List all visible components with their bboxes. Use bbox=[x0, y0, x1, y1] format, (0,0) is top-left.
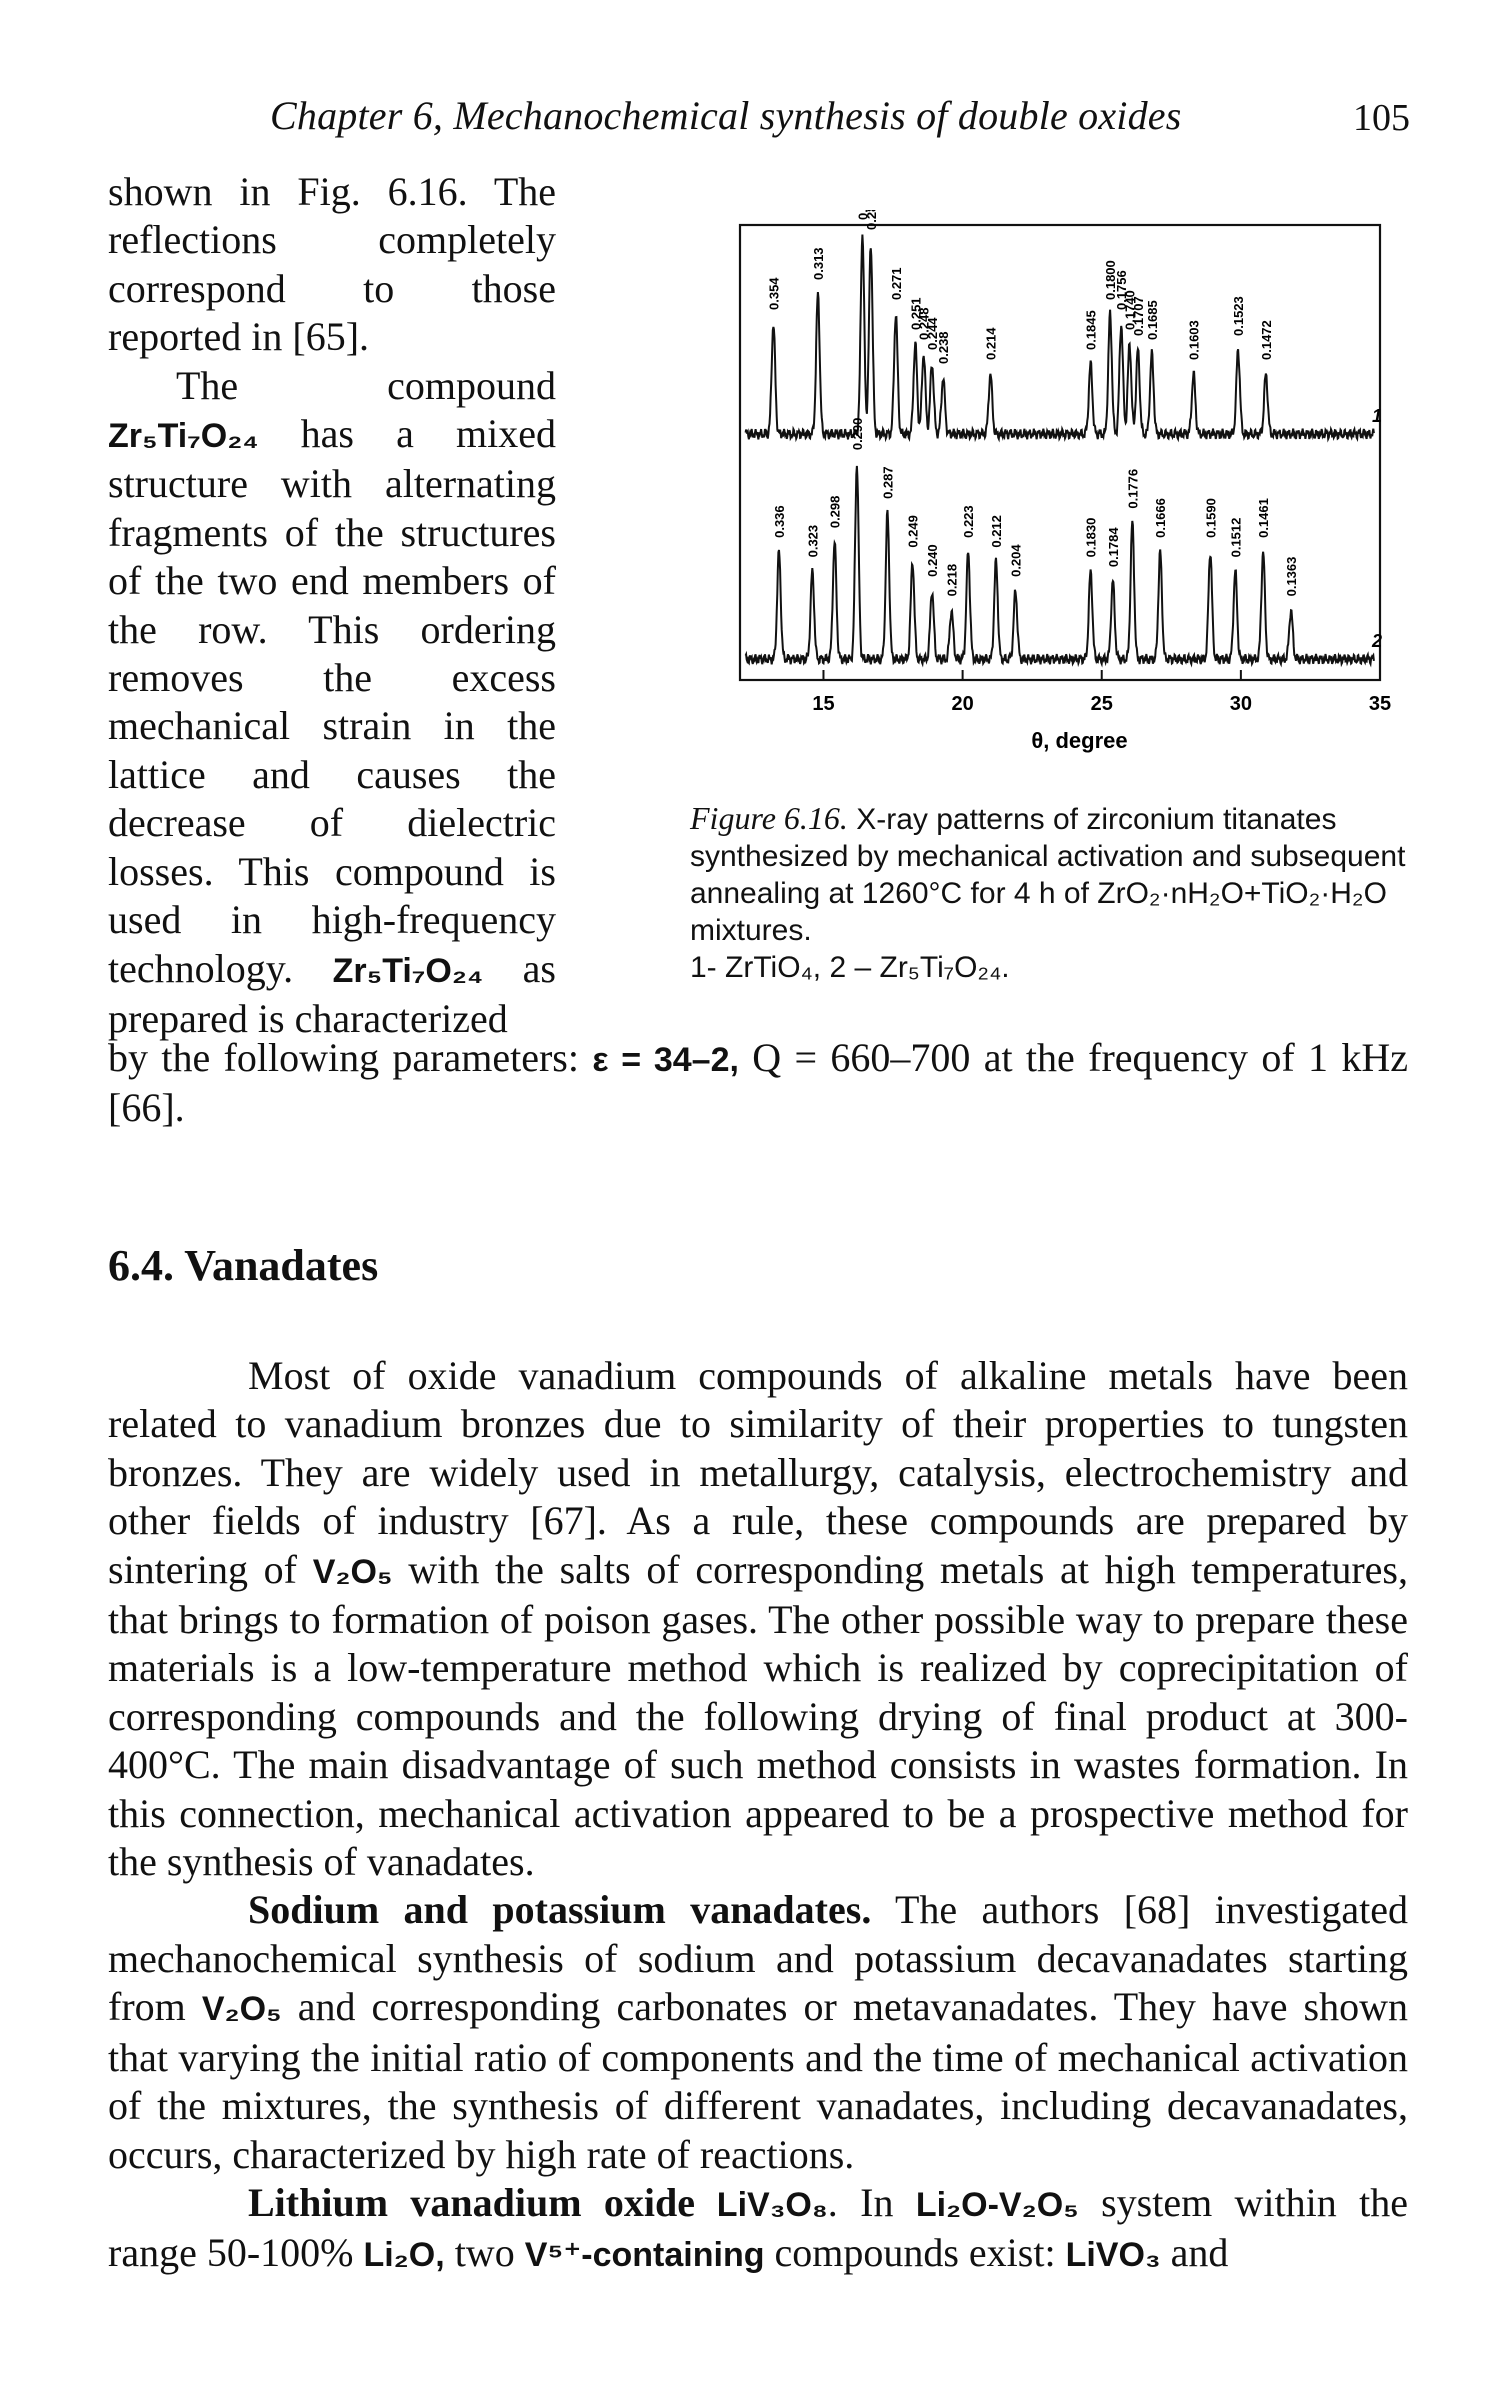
peak-label: 0.1666 bbox=[1153, 498, 1168, 538]
running-header: Chapter 6, Mechanochemical synthesis of … bbox=[270, 92, 1410, 152]
text-run: . In bbox=[827, 2179, 916, 2225]
peak-label: 0.223 bbox=[961, 505, 976, 538]
diffraction-curve-1 bbox=[744, 234, 1375, 443]
text-run: has a mixed structure with alternating f… bbox=[108, 411, 556, 991]
text-run: with the salts of corresponding metals a… bbox=[108, 1546, 1408, 1885]
peak-label: 0.1512 bbox=[1228, 518, 1243, 558]
figure-caption: Figure 6.16. X-ray patterns of zirconium… bbox=[690, 800, 1410, 986]
text-run: by the following parameters: bbox=[108, 1035, 593, 1080]
text-run: compounds exist: bbox=[764, 2230, 1066, 2276]
paragraph: by the following parameters: ε = 34–2, Q… bbox=[108, 1034, 1408, 1133]
x-tick-label: 35 bbox=[1369, 693, 1391, 715]
peak-label: 0.283 bbox=[864, 210, 879, 230]
peak-label: 0.1590 bbox=[1203, 498, 1218, 538]
run-in-heading: Lithium vanadium oxide bbox=[248, 2179, 696, 2225]
peak-label: 0.1740 bbox=[1123, 290, 1138, 330]
formula: ε = 34–2, bbox=[592, 1041, 739, 1079]
text-run: and corresponding carbonates or metavana… bbox=[108, 1984, 1408, 2177]
peak-label: 0.1784 bbox=[1106, 527, 1121, 568]
peak-label: 0.1830 bbox=[1084, 518, 1099, 558]
text-run: system within the range 50-100% bbox=[108, 2179, 1408, 2276]
text-run: Q = 660–700 at the frequency of 1 kHz [6… bbox=[108, 1035, 1408, 1131]
paragraph: Lithium vanadium oxide LiV₃O₈. In Li₂O-V… bbox=[108, 2179, 1408, 2280]
x-axis-label: θ, degree bbox=[1031, 728, 1127, 753]
peak-label: 0.287 bbox=[880, 466, 895, 499]
xrd-chart: 0.354 0.313 0.2920.283 0.271 0.2510.2480.244… bbox=[738, 210, 1391, 753]
peak-label: 0.1800 bbox=[1103, 260, 1118, 300]
peak-label: 0.1472 bbox=[1259, 320, 1274, 360]
caption-line: 1- ZrTiO₄, 2 – Zr₅Ti₇O₂₄. bbox=[690, 949, 1410, 986]
paragraph: shown in Fig. 6.16. The reflections comp… bbox=[108, 168, 556, 362]
peak-label: 0.249 bbox=[906, 515, 921, 548]
plot-frame bbox=[738, 223, 1382, 682]
peak-label: 0.336 bbox=[772, 505, 787, 538]
peak-label: 0.1756 bbox=[1114, 270, 1129, 310]
peak-label: 0.244 bbox=[925, 317, 940, 350]
caption-text: X-ray patterns of zirconium titanates sy… bbox=[690, 803, 1406, 947]
chemical-formula: Li₂O, bbox=[363, 2236, 445, 2275]
peak-label: 0.212 bbox=[989, 515, 1004, 548]
figure-label: Figure 6.16. bbox=[690, 800, 848, 836]
section-heading: 6.4. Vanadates bbox=[108, 1241, 379, 1290]
paragraph-text: shown in Fig. 6.16. The reflections comp… bbox=[108, 169, 556, 360]
peak-label: 0.1461 bbox=[1256, 498, 1271, 538]
wrapped-text-column: shown in Fig. 6.16. The reflections comp… bbox=[108, 168, 556, 1043]
caption-line: Figure 6.16. X-ray patterns of zirconium… bbox=[690, 800, 1410, 949]
chemical-formula: Li₂O-V₂O₅ bbox=[915, 2185, 1079, 2224]
chemical-formula: V⁵⁺-containing bbox=[524, 2236, 765, 2275]
peak-label: 0.240 bbox=[925, 544, 940, 577]
text-run: Most of oxide vanadium compounds of alka… bbox=[108, 1353, 1408, 1592]
peak-label: 0.290 bbox=[850, 418, 865, 451]
peak-label: 0.248 bbox=[917, 307, 932, 340]
caption-legend: 1- ZrTiO₄, 2 – Zr₅Ti₇O₂₄. bbox=[690, 951, 1010, 984]
xrd-figure: 0.354 0.313 0.2920.283 0.271 0.2510.2480.244… bbox=[730, 210, 1410, 770]
x-tick-label: 25 bbox=[1091, 693, 1113, 715]
text-run: and bbox=[1160, 2230, 1229, 2276]
body-text: Most of oxide vanadium compounds of alka… bbox=[108, 1352, 1408, 2280]
peak-label: 0.271 bbox=[889, 267, 904, 300]
diffraction-curve-2 bbox=[744, 465, 1375, 668]
peak-label: 0.292 bbox=[855, 210, 870, 220]
chemical-formula: V₂O₅ bbox=[312, 1552, 393, 1591]
x-tick-label: 20 bbox=[951, 693, 973, 715]
text-run: The compound bbox=[176, 362, 556, 408]
peak-label: 0.1363 bbox=[1284, 557, 1299, 597]
peak-label: 0.214 bbox=[983, 327, 998, 360]
peak-label: 0.298 bbox=[828, 496, 843, 529]
peak-label: 0.1707 bbox=[1131, 296, 1146, 336]
page-number: 105 bbox=[1353, 97, 1410, 139]
peak-label: 0.204 bbox=[1008, 544, 1023, 577]
chapter-title: Chapter 6, Mechanochemical synthesis of … bbox=[270, 93, 1182, 138]
chemical-formula: V₂O₅ bbox=[201, 1990, 282, 2029]
peak-label: 0.238 bbox=[936, 331, 951, 364]
peak-label: 0.1523 bbox=[1231, 296, 1246, 336]
peak-label: 0.1845 bbox=[1084, 310, 1099, 350]
text-run: as prepared is characterized bbox=[108, 945, 556, 1041]
peak-label: 0.218 bbox=[944, 564, 959, 597]
paragraph: Sodium and potassium vanadates. The auth… bbox=[108, 1886, 1408, 2178]
peak-label: 0.1776 bbox=[1125, 469, 1140, 509]
chemical-formula: LiVO₃ bbox=[1065, 2236, 1161, 2275]
x-tick-label: 15 bbox=[812, 693, 834, 715]
text-run: two bbox=[444, 2230, 525, 2276]
peak-label: 0.251 bbox=[908, 297, 923, 330]
chemical-formula: LiV₃O₈ bbox=[695, 2185, 828, 2224]
series-label: 2 bbox=[1371, 631, 1382, 651]
chemical-formula: Zr₅Ti₇O₂₄ bbox=[332, 951, 484, 990]
peak-label: 0.354 bbox=[766, 277, 781, 310]
peak-label: 0.1603 bbox=[1187, 320, 1202, 360]
peak-label: 0.1685 bbox=[1145, 300, 1160, 340]
run-in-heading: Sodium and potassium vanadates. bbox=[248, 1887, 872, 1933]
series-label: 1 bbox=[1372, 406, 1382, 426]
paragraph: The compound Zr₅Ti₇O₂₄ has a mixed struc… bbox=[108, 362, 556, 1044]
peak-label: 0.313 bbox=[811, 247, 826, 280]
text-run: The authors [68] investigated mechanoche… bbox=[108, 1887, 1408, 2030]
peak-label: 0.323 bbox=[805, 525, 820, 558]
continuation-text: by the following parameters: ε = 34–2, Q… bbox=[108, 1034, 1408, 1133]
paragraph: Most of oxide vanadium compounds of alka… bbox=[108, 1352, 1408, 1886]
x-tick-label: 30 bbox=[1230, 693, 1252, 715]
chemical-formula: Zr₅Ti₇O₂₄ bbox=[108, 417, 259, 456]
